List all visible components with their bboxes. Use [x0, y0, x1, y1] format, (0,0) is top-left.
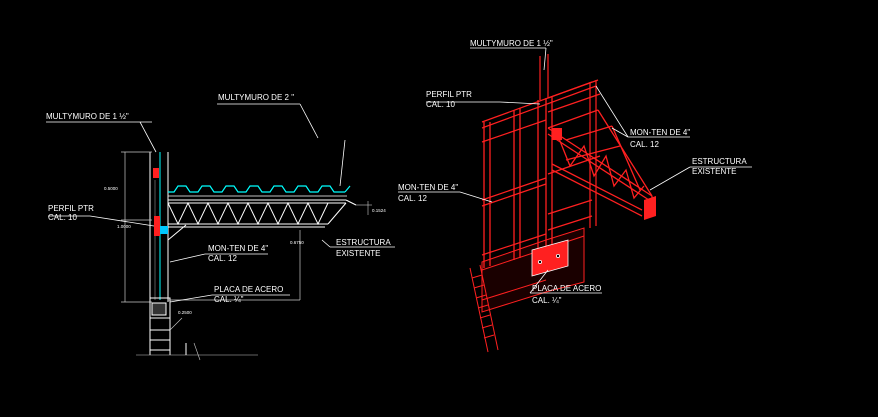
horizontal-rails	[481, 79, 601, 256]
label-perfil-ptr: PERFIL PTR	[48, 204, 94, 213]
leader-lines-left	[46, 103, 395, 303]
vertical-dimensions	[121, 151, 152, 303]
ladder	[469, 264, 499, 353]
label-iso-estructura: ESTRUCTURA	[692, 157, 747, 166]
label-multymuro-1: MULTYMURO DE 1 ½"	[46, 112, 129, 121]
truss-elevation	[167, 199, 357, 241]
label-iso-multymuro: MULTYMURO DE 1 ½"	[470, 39, 553, 48]
dim-base: 0.2500	[178, 310, 192, 315]
label-iso-perfil-ptr: PERFIL PTR	[426, 90, 472, 99]
top-post	[539, 54, 549, 100]
base-block	[136, 297, 258, 361]
label-monten-cal: CAL. 12	[208, 254, 237, 263]
label-monten: MON-TEN DE 4"	[208, 244, 268, 253]
base-dim-line	[169, 317, 183, 331]
dim-span: 0.6750	[290, 240, 304, 245]
beam-right-dim	[356, 201, 372, 215]
label-existente: EXISTENTE	[336, 249, 380, 258]
label-multymuro-2: MULTYMURO DE 2 "	[218, 93, 294, 102]
label-iso-existente: EXISTENTE	[692, 167, 736, 176]
label-perfil-cal: CAL. 10	[48, 213, 77, 222]
leader-lines-right	[398, 47, 752, 294]
dim-beam-right: 0.1524	[372, 208, 386, 213]
horizontal-dimension	[168, 230, 301, 301]
dim-lower: 1.0000	[117, 224, 131, 229]
wall-section	[149, 152, 169, 302]
dim-upper: 0.5000	[104, 186, 118, 191]
roof-panel	[168, 185, 351, 197]
label-iso-placa: PLACA DE ACERO	[532, 284, 601, 293]
label-iso-monten-left: MON-TEN DE 4"	[398, 183, 458, 192]
label-placa: PLACA DE ACERO	[214, 285, 283, 294]
label-iso-perfil-cal: CAL. 10	[426, 100, 455, 109]
label-iso-placa-cal: CAL. ¼"	[532, 296, 562, 305]
label-estructura: ESTRUCTURA	[336, 238, 391, 247]
label-iso-monten-right: MON-TEN DE 4"	[630, 128, 690, 137]
isometric-view: MULTYMURO DE 1 ½" PERFIL PTR CAL. 10 MON…	[398, 39, 752, 353]
base-plate	[531, 239, 569, 277]
truss-isometric	[547, 109, 656, 220]
label-placa-cal: CAL. ¼"	[214, 295, 244, 304]
section-view: 0.5000 1.0000 0.2500	[46, 93, 395, 361]
label-iso-monten-right-cal: CAL. 12	[630, 140, 659, 149]
label-iso-monten-left-cal: CAL. 12	[398, 194, 427, 203]
vertical-posts	[483, 96, 553, 268]
